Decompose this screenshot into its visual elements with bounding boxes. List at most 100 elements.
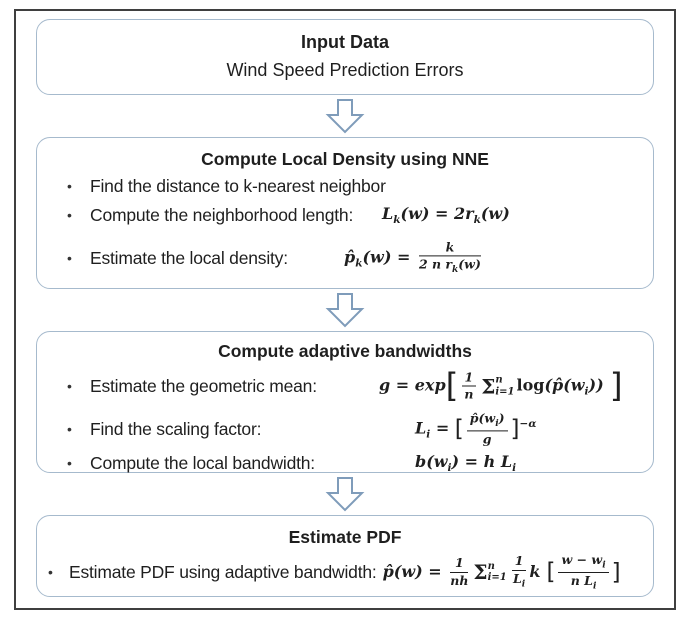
- fraction-numerator: w − wi: [558, 551, 609, 573]
- fraction-denominator: Li: [512, 571, 527, 590]
- math-token: (w) =: [362, 247, 416, 267]
- bullet-icon: •: [67, 178, 72, 194]
- math-sub: i: [512, 462, 517, 475]
- math-token: ): [498, 410, 505, 426]
- formula-fraction: p̂(wi)g: [466, 410, 508, 447]
- bullet-list: • Find the distance to k-nearest neighbo…: [37, 172, 653, 286]
- math-token: k: [529, 561, 541, 581]
- summation-lower: i=1: [495, 386, 515, 397]
- fraction-denominator: g: [482, 431, 492, 447]
- flow-box-input-data: Input Data Wind Speed Prediction Errors: [36, 19, 654, 95]
- left-bracket: [: [454, 416, 464, 442]
- math-token: b(w: [415, 451, 448, 471]
- math-token: n L: [570, 572, 593, 588]
- formula-scaling-factor: Li = [p̂(wi)g]−α: [415, 411, 536, 446]
- fraction-denominator: nh: [450, 572, 469, 588]
- sigma-symbol: Σ: [473, 560, 488, 584]
- connector-arrow-2: [16, 289, 674, 331]
- bullet-label: Compute the local bandwidth:: [90, 452, 315, 473]
- flow-box-adaptive-bandwidths: Compute adaptive bandwidths • Estimate t…: [36, 331, 654, 476]
- math-sub: k: [452, 265, 459, 276]
- math-token: L: [415, 418, 427, 438]
- bullet-label: Compute the neighborhood length:: [90, 204, 354, 225]
- summation-upper: n: [495, 374, 503, 386]
- bullet-label: Estimate the geometric mean:: [90, 375, 317, 396]
- flowchart-frame: Input Data Wind Speed Prediction Errors …: [14, 9, 676, 610]
- bullet-item-neighborhood-length: • Compute the neighborhood length: Lk(w)…: [37, 200, 653, 230]
- math-sup: −α: [519, 418, 537, 431]
- bullet-label: Estimate PDF using adaptive bandwidth:: [69, 561, 377, 582]
- block-arrow-down-icon: [325, 293, 365, 328]
- bullet-label: Estimate the local density:: [90, 247, 288, 268]
- formula-neighborhood-length: Lk(w) = 2rk(w): [382, 204, 510, 226]
- summation-lower: i=1: [487, 572, 507, 583]
- math-sub: i: [426, 428, 431, 441]
- block-arrow-down-icon: [325, 477, 365, 512]
- left-bracket: [: [445, 365, 459, 405]
- bullet-list: • Estimate PDF using adaptive bandwidth:…: [37, 550, 653, 594]
- box-title-adaptive-bandwidths: Compute adaptive bandwidths: [218, 341, 472, 361]
- math-function: log: [516, 375, 545, 395]
- fraction-numerator: k: [418, 240, 481, 257]
- math-token: )): [588, 375, 604, 395]
- math-token: L: [382, 203, 394, 223]
- math-sub: i: [521, 579, 526, 590]
- bullet-item-local-bandwidth: • Compute the local bandwidth: b(wi) = h…: [37, 450, 653, 476]
- bullet-icon: •: [48, 564, 53, 580]
- math-token: p̂(w: [469, 410, 496, 426]
- math-token: w − w: [561, 551, 603, 567]
- math-sub: k: [355, 257, 363, 270]
- math-sub: i: [602, 560, 606, 571]
- bullet-item-estimate-pdf: • Estimate PDF using adaptive bandwidth:…: [37, 550, 653, 594]
- bullet-item-distance: • Find the distance to k-nearest neighbo…: [37, 172, 653, 200]
- math-token: g = exp: [379, 375, 446, 395]
- math-token: ) = h L: [451, 451, 513, 471]
- fraction-denominator: n Li: [558, 573, 608, 592]
- math-sub: i: [495, 418, 499, 429]
- math-token: =: [430, 418, 455, 438]
- bullet-list: • Estimate the geometric mean: g = exp[1…: [37, 364, 653, 476]
- math-sub: k: [393, 214, 401, 227]
- fraction-denominator: 2 n rk(w): [419, 257, 481, 276]
- box-subtitle-input-data: Wind Speed Prediction Errors: [226, 60, 464, 80]
- fraction-numerator: p̂(wi): [466, 410, 508, 432]
- formula-local-bandwidth: b(wi) = h Li: [415, 452, 516, 474]
- flow-box-local-density: Compute Local Density using NNE • Find t…: [36, 137, 654, 289]
- box-title-input-data: Input Data: [301, 32, 389, 52]
- math-token: L: [512, 570, 522, 586]
- math-token: 2 n r: [418, 256, 453, 272]
- box-title-estimate-pdf: Estimate PDF: [288, 527, 402, 547]
- fraction-numerator: 1: [461, 369, 477, 387]
- math-token: (w): [480, 203, 510, 223]
- right-bracket: ]: [611, 559, 621, 585]
- flow-box-estimate-pdf: Estimate PDF • Estimate PDF using adapti…: [36, 515, 654, 597]
- math-sub: i: [447, 462, 452, 475]
- box-title-local-density: Compute Local Density using NNE: [201, 149, 489, 169]
- math-sub: i: [592, 581, 597, 591]
- bullet-label: Find the scaling factor:: [90, 418, 262, 439]
- block-arrow-down-icon: [325, 99, 365, 134]
- math-token: (w) = 2r: [400, 203, 474, 223]
- math-sub: i: [584, 385, 589, 398]
- bullet-item-geometric-mean: • Estimate the geometric mean: g = exp[1…: [37, 364, 653, 408]
- sigma-symbol: Σ: [481, 374, 496, 398]
- math-token: (w): [458, 256, 481, 272]
- bullet-icon: •: [67, 378, 72, 394]
- summation-upper: n: [487, 560, 495, 572]
- left-bracket: [: [546, 559, 556, 585]
- right-bracket: ]: [510, 416, 520, 442]
- right-bracket: ]: [609, 365, 623, 405]
- fraction-denominator: n: [464, 386, 474, 402]
